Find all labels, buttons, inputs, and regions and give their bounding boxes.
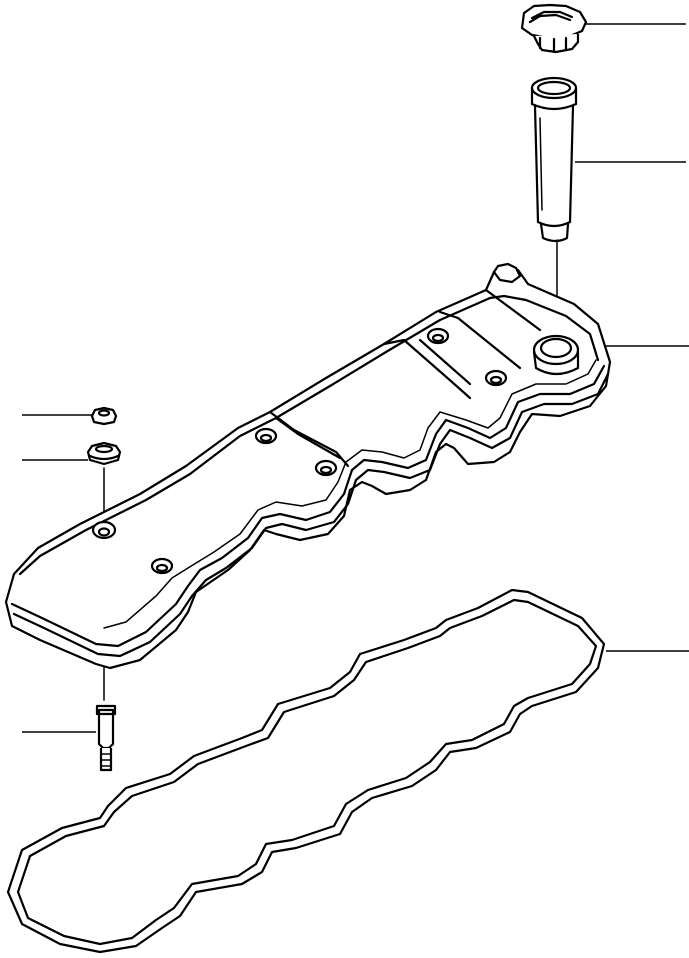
leader-lines — [22, 23, 689, 733]
stud-icon — [95, 704, 117, 772]
cover-icon — [4, 262, 612, 670]
nut-icon — [90, 406, 118, 426]
cap-icon — [520, 3, 588, 54]
washer-icon — [86, 441, 122, 466]
tube-icon — [530, 76, 578, 243]
gasket-icon — [6, 588, 606, 954]
